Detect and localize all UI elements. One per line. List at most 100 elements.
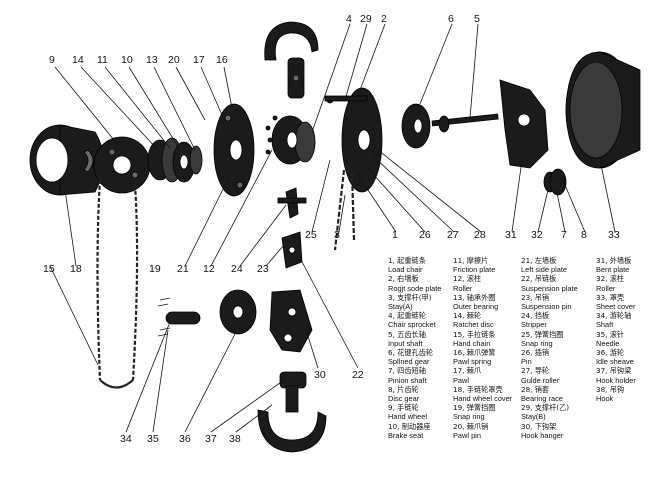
callout-24: 24 [231, 263, 243, 275]
callout-25: 25 [305, 229, 317, 241]
right-side-plate-part [324, 87, 383, 193]
legend-entry-chinese: 13, 轴承外圈 [453, 292, 496, 302]
legend-entry-english: Stripper [521, 320, 547, 330]
left-side-plate-part [213, 103, 255, 197]
callout-7: 7 [561, 229, 567, 241]
legend-entry-english: Bent plate [596, 265, 630, 275]
legend-entry-chinese: 17, 棘爪 [453, 366, 482, 376]
hook-hanger-part [269, 289, 313, 353]
callout-22: 22 [352, 369, 364, 381]
callout-35: 35 [147, 433, 159, 445]
legend-entry-english: Pinion shaft [388, 375, 427, 385]
legend-entry-english: Snap ring [521, 338, 553, 348]
legend-entry-english: Pin [521, 357, 532, 367]
legend-entry-english: Idle sheave [596, 357, 634, 367]
callout-32: 32 [531, 229, 543, 241]
legend-entry-english: Chair sprocket [388, 320, 436, 330]
hand-chain-part [96, 179, 139, 389]
legend-entry-chinese: 3, 支撑杆(甲) [388, 292, 432, 302]
legend-entry-chinese: 4, 起重链轮 [388, 311, 426, 321]
callout-17: 17 [193, 54, 205, 66]
legend-entry-english: Load chair [388, 265, 423, 275]
callout-9: 9 [49, 54, 55, 66]
legend-entry-english: Hand chain [453, 338, 491, 348]
legend-entry-english: Spllned gear [388, 357, 430, 367]
legend-entry-english: Hook hanger [521, 430, 564, 440]
legend-entry-chinese: 12, 滚柱 [453, 274, 482, 284]
legend-entry-english: Suspension pin [521, 302, 572, 312]
legend-entry-english: Input shaft [388, 338, 423, 348]
legend-entry-chinese: 1, 起重链条 [388, 256, 426, 265]
legend-entry-chinese: 30, 下钩架 [521, 421, 557, 431]
legend-entry-chinese: 8, 片齿轮 [388, 384, 419, 394]
callout-labels: 9 14 11 10 13 20 17 16 4 29 2 6 5 15 18 … [43, 13, 620, 445]
callout-28: 28 [474, 229, 486, 241]
legend-entry-chinese: 16, 棘爪弹簧 [453, 348, 496, 358]
splined-gear-part [401, 103, 431, 149]
callout-38: 38 [229, 433, 241, 445]
legend-entry-chinese: 15, 手拉链条 [453, 329, 496, 339]
chain-sprocket-part [265, 115, 316, 165]
legend-entry-english: Sheet cover [596, 302, 636, 312]
legend-entry-chinese: 21, 左墙板 [521, 256, 557, 265]
callout-13: 13 [146, 54, 158, 66]
legend-entry-chinese: 5, 五齿长轴 [388, 329, 426, 339]
legend-entry-english: Suspension plate [521, 283, 578, 293]
legend-entry-chinese: 26, 插销 [521, 348, 550, 358]
legend-entry-chinese: 31, 外墙板 [596, 256, 632, 265]
idle-sheave-part [219, 289, 257, 335]
hand-wheel-cover-part [29, 124, 104, 196]
stripper-part [277, 187, 307, 219]
legend-entry: 29, 支撑杆(乙)Stay(B) [521, 403, 578, 421]
legend-entry-english: Pawl [453, 375, 470, 385]
legend-entry-english: Hook holder [596, 375, 636, 385]
legend-entry-english: Shaft [596, 320, 614, 330]
legend-entry-english: Ratchet disc [453, 320, 494, 330]
legend-entry-chinese: 24, 挡板 [521, 311, 550, 321]
legend-entry: 3, 支撑杆(甲)Stay(A) [388, 293, 441, 311]
legend-entry-english: Pawl pin [453, 430, 481, 440]
legend-entry-chinese: 34, 游轮轴 [596, 311, 632, 321]
callout-34: 34 [120, 433, 132, 445]
callout-36: 36 [179, 433, 191, 445]
legend-entry-chinese: 37, 吊钩梁 [596, 366, 632, 376]
bottom-hook-part [257, 371, 327, 453]
callout-33: 33 [608, 229, 620, 241]
callout-37: 37 [205, 433, 217, 445]
callout-29: 29 [360, 13, 372, 25]
top-hook-part [264, 21, 319, 99]
leader-lines [49, 23, 616, 433]
callout-6: 6 [448, 13, 454, 25]
legend-entry-chinese: 19, 弹簧挡圈 [453, 403, 496, 413]
callout-5: 5 [474, 13, 480, 25]
legend-entry-english: Stay(A) [388, 302, 413, 312]
legend-entry-chinese: 11, 摩擦片 [453, 256, 489, 265]
callout-2: 2 [381, 13, 387, 25]
legend-entry-english: Brake seat [388, 430, 424, 440]
callout-31: 31 [505, 229, 517, 241]
legend-entry-chinese: 28, 销套 [521, 384, 550, 394]
legend-entry-chinese: 20, 棘爪销 [453, 421, 489, 431]
callout-18: 18 [70, 263, 82, 275]
